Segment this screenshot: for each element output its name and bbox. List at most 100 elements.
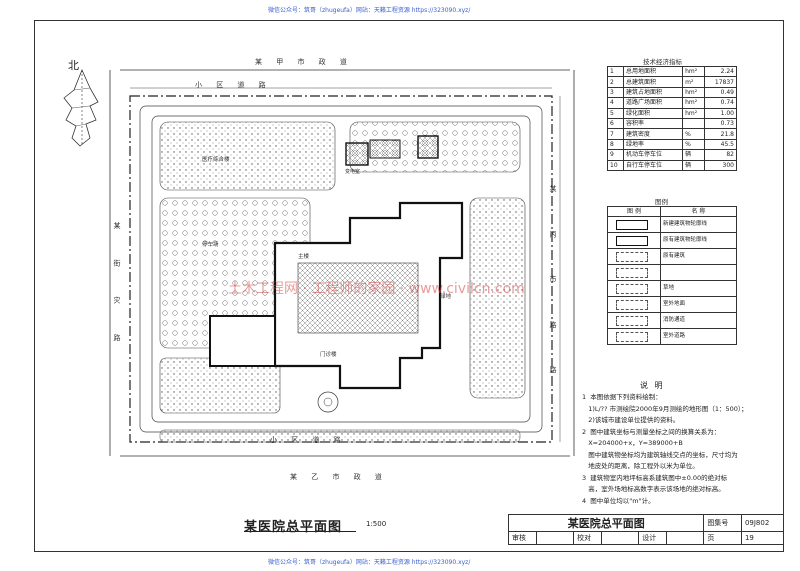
- note-line: 地皮处的距离，除工程外以米为单位。: [582, 462, 699, 470]
- title-block-name: 某医院总平面图: [507, 514, 705, 532]
- legend-symbol: [607, 232, 661, 250]
- indicator-unit: hm²: [682, 65, 705, 78]
- indicator-no: 4: [607, 97, 624, 109]
- building-label: 主楼: [298, 254, 310, 260]
- legend-col-symbol: 图 例: [607, 205, 661, 218]
- legend-symbol: [607, 264, 661, 282]
- notes-body: 1 本图依据下列资料绘制： 1)L/?? 市测绘院2000年9月测绘的地形图（1…: [582, 392, 782, 507]
- indicator-unit: 辆: [682, 159, 705, 171]
- site-plan: [109, 69, 575, 457]
- indicator-no: 3: [607, 86, 624, 99]
- indicator-no: 7: [607, 128, 624, 140]
- indicator-value: 0.74: [703, 97, 738, 109]
- legend-symbol: [607, 216, 661, 234]
- note-line: 2 图中建筑坐标与测量坐标之间的换算关系为：: [582, 427, 721, 436]
- road-label-right: 某 丙 市 路 路: [549, 185, 557, 391]
- note-line: 2)该城市建设单位提供的资料。: [582, 416, 680, 424]
- building-label: 门诊楼: [320, 352, 337, 358]
- legend-name: 原有建筑物轮廓线: [660, 232, 737, 250]
- legend-name: 新建建筑物轮廓线: [660, 216, 737, 234]
- indicator-name: 总建筑面积: [622, 76, 684, 88]
- atlas-value: 09J802: [740, 514, 785, 532]
- indicator-value: 1.00: [703, 107, 738, 119]
- indicator-no: 1: [607, 65, 624, 78]
- indicator-unit: %: [682, 128, 705, 140]
- indicator-name: 机动车停车位: [622, 149, 684, 161]
- road-label-top-outer: 某 甲 市 政 道: [255, 58, 353, 66]
- indicator-name: 绿地率: [622, 138, 684, 151]
- indicator-unit: hm²: [682, 107, 705, 119]
- legend-row: 原有建筑: [607, 248, 737, 266]
- note-line: 1)L/?? 市测绘院2000年9月测绘的地形图（1：500）；: [582, 404, 748, 413]
- legend-name: 室外地面: [660, 296, 737, 314]
- indicator-unit: 辆: [682, 149, 705, 161]
- page-label: 页: [703, 531, 742, 545]
- indicator-name: 建筑占地面积: [622, 86, 684, 99]
- indicator-value: 0.73: [703, 117, 738, 130]
- notes-title: 说 明: [640, 381, 665, 390]
- legend-symbol: [607, 296, 661, 314]
- indicator-name: 容积率: [622, 117, 684, 130]
- drawing-title: 某医院总平面图: [244, 520, 343, 535]
- road-label-top-inner: 小 区 道 路: [195, 81, 272, 89]
- indicator-unit: hm²: [682, 86, 705, 99]
- header-watermark-top: 微信公众号：筑哥（zhugeufa）网站：天籁工程资源 https://3230…: [268, 7, 471, 14]
- drawing-scale: 1:500: [366, 520, 387, 528]
- north-arrow-icon: [63, 68, 99, 147]
- note-line: 4 图中单位均以"m"计。: [582, 496, 655, 505]
- note-line: X=204000+x，Y=389000+B: [582, 439, 683, 447]
- review-label: 审核: [507, 531, 538, 545]
- indicator-name: 建筑密度: [622, 128, 684, 140]
- indicator-value: 21.8: [703, 128, 738, 140]
- legend-row: 室外地面: [607, 296, 737, 314]
- legend-name: 原有建筑: [660, 248, 737, 266]
- indicator-name: 绿化面积: [622, 107, 684, 119]
- legend-row: 草地: [607, 280, 737, 298]
- note-line: 高，室外场地标高数字表示该场地的绝对标高。: [582, 485, 725, 493]
- building-label: 变电室: [345, 169, 361, 175]
- atlas-label: 图集号: [703, 514, 742, 532]
- legend-row: [607, 264, 737, 282]
- indicator-value: 0.49: [703, 86, 738, 99]
- building-label: 医疗综合楼: [202, 157, 230, 163]
- indicator-name: 自行车停车位: [622, 159, 684, 171]
- indicator-value: 45.5: [703, 138, 738, 151]
- legend-row: 新建建筑物轮廓线: [607, 216, 737, 234]
- page-value: 19: [740, 531, 785, 545]
- legend-name: 室外道路: [660, 328, 737, 346]
- watermark-text: 土木工程网 · 工程师的家园 · www.civilcn.com: [228, 281, 525, 297]
- drawing-sheet: [34, 20, 784, 552]
- indicator-no: 6: [607, 117, 624, 130]
- building-label: 绿地: [440, 294, 452, 300]
- legend-symbol: [607, 328, 661, 346]
- legend-title: 图例: [655, 198, 668, 206]
- title-underline: [244, 531, 356, 532]
- note-line: 1 本图依据下列资料绘制：: [582, 393, 662, 401]
- indicator-no: 9: [607, 149, 624, 161]
- legend-name: [660, 264, 737, 282]
- title-block: 某医院总平面图 图集号 09J802 审核 校对 设计 页 19: [507, 514, 785, 545]
- road-label-inner-bottom: 小 区 道 路: [270, 436, 347, 444]
- header-watermark-bottom: 微信公众号：筑哥（zhugeufa）网站：天籁工程资源 https://3230…: [268, 559, 471, 566]
- check-label: 校对: [573, 531, 603, 545]
- road-label-bottom-outer: 某 乙 市 政 道: [290, 473, 388, 481]
- legend-row: 原有建筑物轮廓线: [607, 232, 737, 250]
- indicator-unit: m²: [682, 76, 705, 88]
- design-label: 设计: [638, 531, 668, 545]
- legend-row: 消防通道: [607, 312, 737, 330]
- north-label: 北: [68, 59, 79, 72]
- legend-row: 室外道路: [607, 328, 737, 346]
- indicator-value: 2.24: [703, 65, 738, 78]
- legend-name: 消防通道: [660, 312, 737, 330]
- legend-symbol: [607, 248, 661, 266]
- indicator-value: 300: [703, 159, 738, 171]
